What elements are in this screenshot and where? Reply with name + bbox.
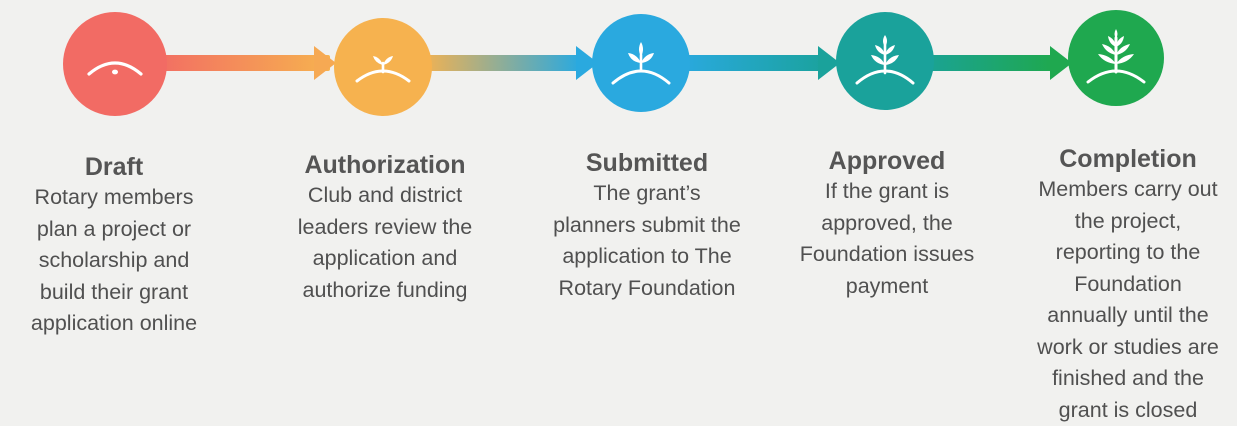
stage-title: Submitted <box>553 148 741 178</box>
description-line: annually until the <box>1037 300 1219 332</box>
description-line: Foundation issues <box>800 239 975 271</box>
connector-approved-completion <box>914 55 1054 71</box>
description-line: reporting to the <box>1037 237 1219 269</box>
description-line: If the grant is <box>800 176 975 208</box>
description-line: planners submit the <box>553 210 741 242</box>
description-line: payment <box>800 271 975 303</box>
description-line: leaders review the <box>298 212 472 244</box>
stage-description: Members carry out the project, reporting… <box>1037 174 1219 426</box>
stage-title: Draft <box>31 152 197 182</box>
description-line: application and <box>298 243 472 275</box>
connector-authorization-submitted <box>420 55 580 71</box>
description-line: authorize funding <box>298 275 472 307</box>
stage-draft: Draft Rotary members plan a project or s… <box>31 152 197 340</box>
stage-title: Authorization <box>298 150 472 180</box>
description-line: scholarship and <box>31 245 197 277</box>
description-line: the project, <box>1037 206 1219 238</box>
description-line: application to The <box>553 241 741 273</box>
description-line: Rotary members <box>31 182 197 214</box>
stage-submitted: Submitted The grant’s planners submit th… <box>553 148 741 304</box>
stage-approved: Approved If the grant is approved, the F… <box>800 146 975 302</box>
authorization-circle <box>334 18 432 116</box>
stage-authorization: Authorization Club and district leaders … <box>298 150 472 306</box>
stage-description: The grant’s planners submit the applicat… <box>553 178 741 304</box>
young-plant-icon <box>853 33 917 89</box>
stage-title: Completion <box>1037 144 1219 174</box>
description-line: application online <box>31 308 197 340</box>
description-line: Foundation <box>1037 269 1219 301</box>
completion-circle <box>1068 10 1164 106</box>
seed-icon <box>83 44 147 84</box>
seedling-icon <box>609 37 673 89</box>
tree-icon <box>1084 28 1148 88</box>
stage-completion: Completion Members carry out the project… <box>1037 144 1219 426</box>
description-line: The grant’s <box>553 178 741 210</box>
description-line: work or studies are <box>1037 332 1219 364</box>
description-line: Rotary Foundation <box>553 273 741 305</box>
connector-submitted-approved <box>680 55 830 71</box>
sprout-icon <box>353 45 413 89</box>
stage-title: Approved <box>800 146 975 176</box>
approved-circle <box>836 12 934 110</box>
submitted-circle <box>592 14 690 112</box>
stage-description: Rotary members plan a project or scholar… <box>31 182 197 340</box>
draft-circle <box>63 12 167 116</box>
description-line: Members carry out <box>1037 174 1219 206</box>
description-line: approved, the <box>800 208 975 240</box>
stage-description: If the grant is approved, the Foundation… <box>800 176 975 302</box>
description-line: finished and the <box>1037 363 1219 395</box>
stage-description: Club and district leaders review the app… <box>298 180 472 306</box>
connector-draft-authorization <box>150 55 330 71</box>
description-line: grant is closed <box>1037 395 1219 426</box>
description-line: plan a project or <box>31 214 197 246</box>
description-line: Club and district <box>298 180 472 212</box>
description-line: build their grant <box>31 277 197 309</box>
arrow-to-authorization <box>314 46 336 80</box>
